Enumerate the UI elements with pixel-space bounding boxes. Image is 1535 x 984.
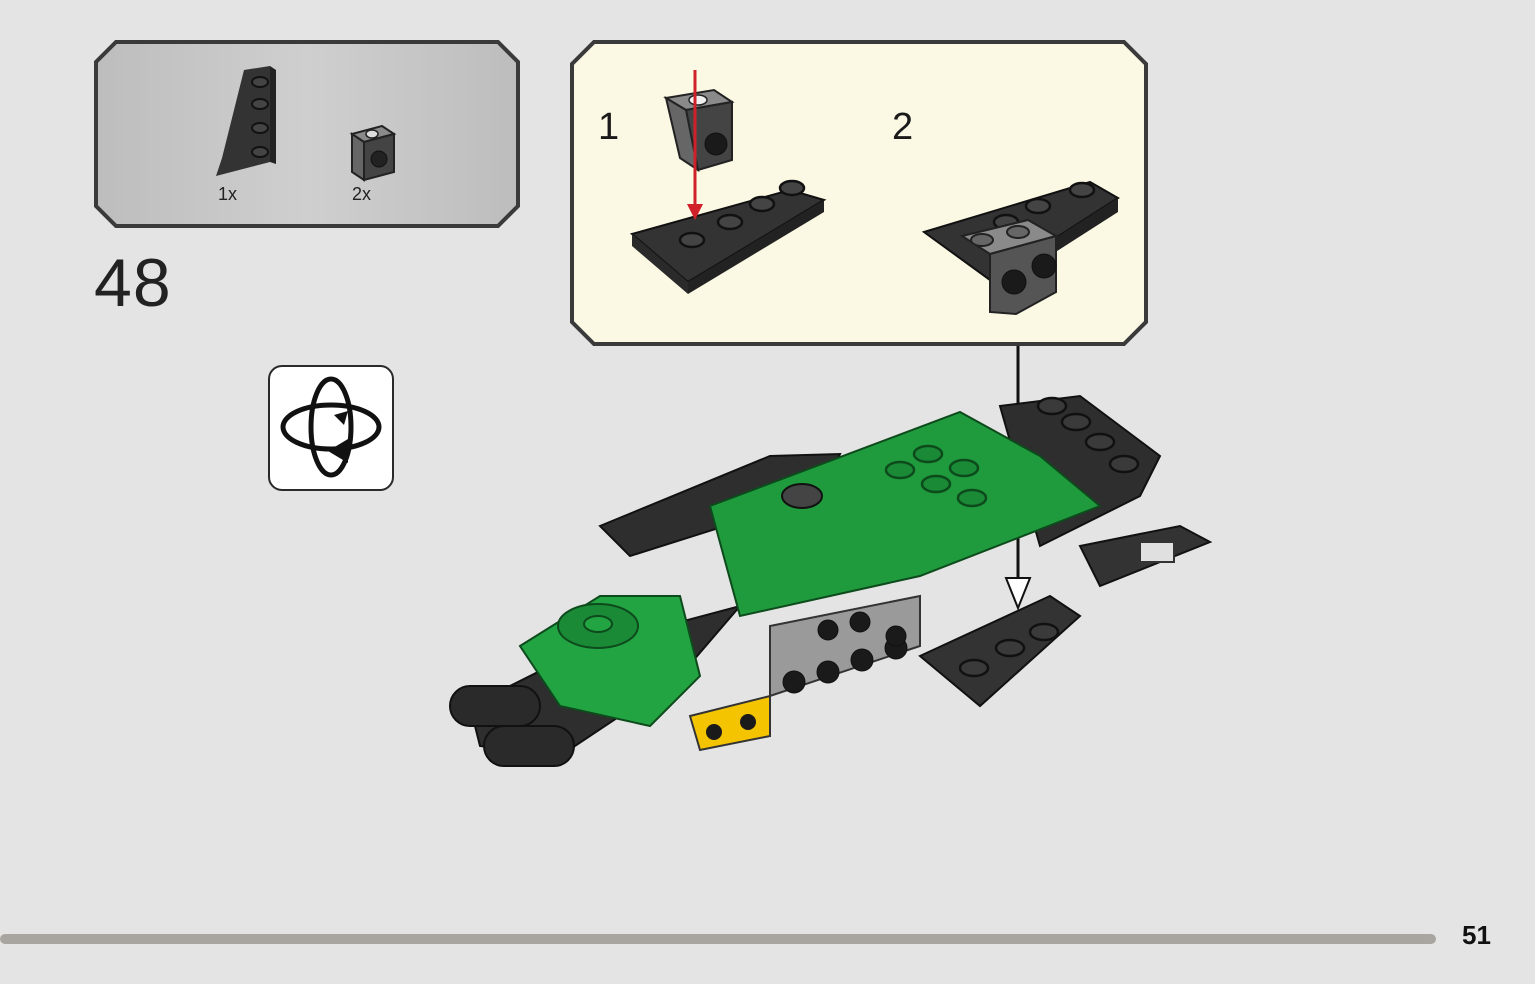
part-quantity-2: 2x	[352, 184, 372, 204]
substep-number-1: 1	[598, 106, 620, 148]
step-number: 48	[94, 245, 172, 321]
page-number: 51	[1462, 920, 1491, 950]
subassembly-frame	[570, 40, 1148, 346]
rotate-arrows-icon	[280, 376, 382, 478]
rotate-model-icon	[268, 365, 394, 491]
race-car-model	[449, 346, 1213, 767]
bracket-part	[349, 124, 397, 182]
substep-2-illustration	[921, 180, 1120, 316]
page-progress-bar	[0, 934, 1436, 944]
parts-list-panel: 1x 2x	[94, 40, 520, 228]
subassembly-callout-panel: 1 2	[570, 40, 1148, 346]
callout-pointer-arrow	[1004, 577, 1032, 611]
main-model-illustration	[440, 346, 1220, 786]
substep-1-illustration	[629, 70, 827, 294]
parts-panel-frame	[94, 40, 520, 228]
part-quantity-1: 1x	[218, 184, 238, 204]
wedge-plate-part	[216, 66, 276, 176]
substep-number-2: 2	[892, 106, 914, 148]
